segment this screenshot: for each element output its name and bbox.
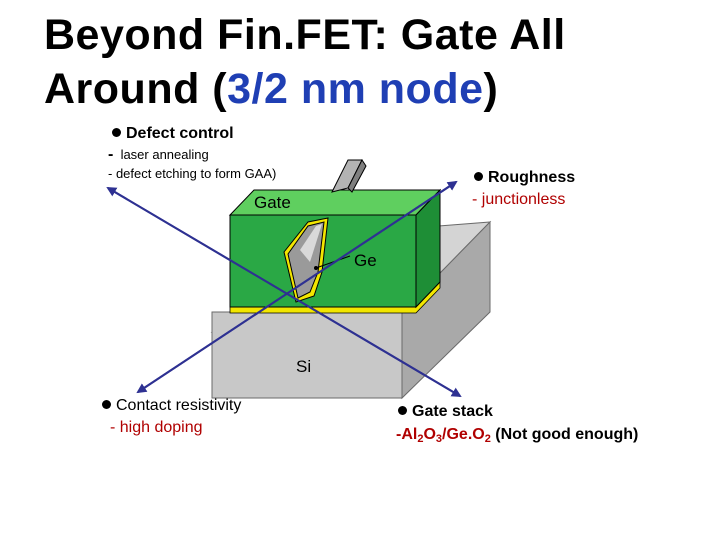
contact-item-1: - high doping	[110, 419, 203, 436]
bullet-icon	[102, 400, 111, 409]
defect-item-2: - defect etching to form GAA)	[108, 166, 277, 181]
title-line-2: Around (3/2 nm node)	[44, 65, 499, 113]
roughness-item-1: - junctionless	[472, 191, 566, 208]
defect-item-1: - laser annealing	[108, 146, 209, 163]
ge-nanowire-highlight	[300, 224, 322, 262]
bullet-icon	[112, 128, 121, 137]
nanowire-top-side	[347, 159, 367, 193]
defect-control-heading: Defect control	[112, 124, 234, 144]
title-highlight: 3/2 nm node	[227, 65, 484, 113]
bullet-icon	[474, 172, 483, 181]
arrow-to-contact	[136, 181, 457, 394]
gate-stack-heading: Gate stack	[398, 402, 493, 422]
ge-pointer-line	[315, 255, 351, 269]
page-title: Beyond Fin.FET: Gate All Around (3/2 nm …	[44, 8, 566, 116]
bullet-icon	[398, 406, 407, 415]
si-label: Si	[296, 357, 311, 376]
contact-resistivity-heading: Contact resistivity	[102, 396, 241, 416]
roughness-heading: Roughness	[474, 168, 575, 188]
title-line-1: Beyond Fin.FET: Gate All	[44, 11, 566, 59]
si-substrate-front	[211, 311, 403, 399]
gate-stack-item-1: -Al2O3/Ge.O2 (Not good enough)	[396, 426, 639, 445]
arrow-to-gate-stack	[107, 187, 462, 398]
ge-label: Ge	[354, 251, 377, 270]
gate-label: Gate	[254, 193, 291, 212]
